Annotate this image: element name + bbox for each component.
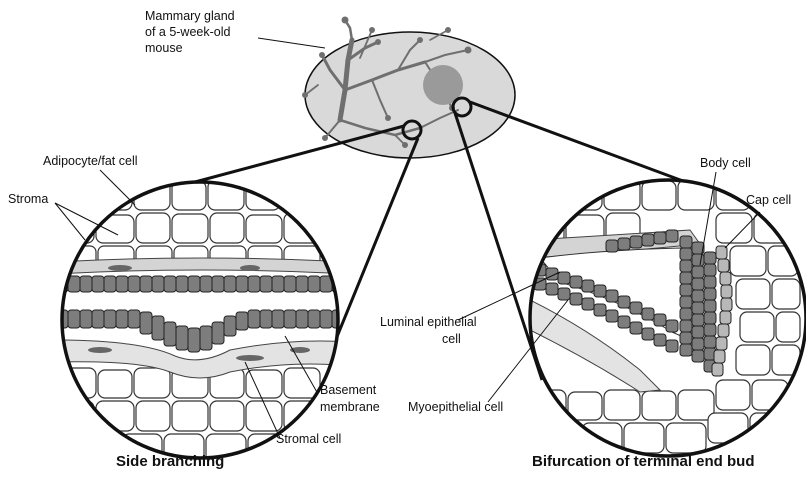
body-cells <box>680 236 716 372</box>
label-gland-line2: of a 5-week-old <box>145 25 231 39</box>
captions: Side branching Bifurcation of terminal e… <box>116 453 755 470</box>
label-luminal-line1: Luminal epithelial <box>380 315 477 329</box>
label-body-cell: Body cell <box>700 156 751 170</box>
label-gland-line1: Mammary gland <box>145 9 235 23</box>
label-cap-cell: Cap cell <box>746 193 791 207</box>
label-basement-line2: membrane <box>320 400 380 414</box>
label-stroma: Stroma <box>8 192 48 206</box>
label-gland-line3: mouse <box>145 41 183 55</box>
label-adipocyte: Adipocyte/fat cell <box>43 154 138 168</box>
label-stromal-cell: Stromal cell <box>276 432 341 446</box>
label-luminal-line2: cell <box>442 332 461 346</box>
caption-bifurcation: Bifurcation of terminal end bud <box>532 453 755 470</box>
side-branching-detail <box>55 180 355 464</box>
terminal-end-bud-detail <box>530 180 806 456</box>
duct-lumen-left <box>55 293 355 309</box>
label-myoepithelial: Myoepithelial cell <box>408 400 503 414</box>
gland-overview <box>302 17 515 159</box>
luminal-cells-left-upper <box>56 276 344 292</box>
caption-side-branching: Side branching <box>116 453 224 470</box>
label-basement-line1: Basement <box>320 383 377 397</box>
